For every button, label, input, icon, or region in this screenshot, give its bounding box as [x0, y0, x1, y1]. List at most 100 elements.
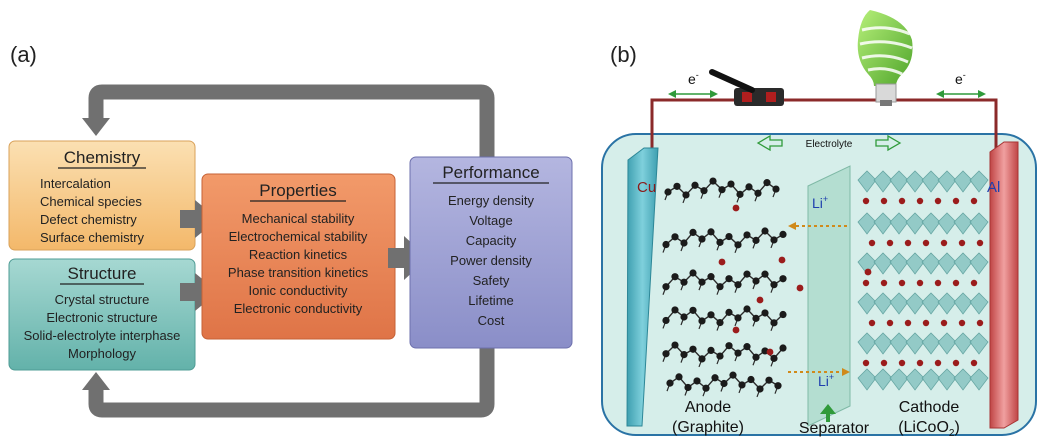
carbon-atom	[673, 182, 681, 190]
chemistry-item: Chemical species	[40, 194, 142, 209]
carbon-atom	[698, 235, 706, 243]
carbon-atom	[725, 232, 733, 241]
carbon-atom	[752, 353, 760, 361]
carbon-atom	[720, 379, 728, 388]
coo2-layer	[857, 170, 989, 193]
li-ion	[796, 284, 804, 292]
li-ion	[862, 279, 870, 287]
carbon-atom	[725, 275, 733, 283]
carbon-atom	[734, 314, 742, 322]
li-ion	[958, 239, 966, 247]
graphene-layer	[662, 305, 787, 332]
cathode-label: Cathode	[899, 399, 960, 416]
performance-item: Safety	[473, 273, 510, 288]
chemistry-item: Surface chemistry	[40, 230, 145, 245]
structure-title: Structure	[68, 264, 137, 283]
anode-label: Anode	[685, 399, 731, 416]
carbon-atom	[752, 314, 760, 322]
carbon-atom	[671, 233, 679, 241]
properties-item: Mechanical stability	[242, 211, 355, 226]
carbon-atom	[716, 238, 724, 246]
carbon-atom	[779, 344, 787, 352]
loop-arrowhead-top	[82, 118, 110, 136]
properties-box: Properties Mechanical stability Electroc…	[201, 173, 396, 340]
panel-a: (a) Chemistry Intercalation Chemical spe…	[8, 42, 573, 418]
li-ion	[916, 279, 924, 287]
carbon-atom	[671, 341, 679, 349]
carbon-atom	[711, 374, 719, 382]
coo2-layer	[857, 252, 989, 275]
carbon-atom	[662, 350, 670, 358]
li-ion	[904, 239, 912, 247]
li-ion	[916, 197, 924, 205]
separator-pointer-arrow	[826, 412, 830, 422]
electrolyte-flow-arrows	[756, 134, 902, 152]
carbon-atom	[761, 227, 769, 235]
li-ion-migration-arrows	[788, 222, 850, 376]
li-ion-label-top: Li+	[812, 194, 828, 211]
carbon-atom	[727, 180, 735, 188]
performance-title: Performance	[442, 163, 539, 182]
carbon-atom	[770, 354, 778, 362]
carbon-atom	[698, 278, 706, 286]
li-ion	[922, 319, 930, 327]
chemistry-to-properties-arrow	[180, 200, 218, 238]
cathode-material-label: (LiCoO2)	[898, 419, 960, 439]
properties-item: Electrochemical stability	[229, 229, 368, 244]
li-ion	[880, 197, 888, 205]
carbon-atom	[774, 382, 782, 390]
carbon-atom	[707, 273, 715, 281]
li-ion	[970, 279, 978, 287]
al-current-collector	[989, 141, 1019, 429]
panel-a-label: (a)	[10, 42, 37, 67]
li-ion	[862, 197, 870, 205]
carbon-atom	[770, 236, 778, 244]
li-ion	[952, 197, 960, 205]
carbon-atom	[761, 270, 769, 278]
carbon-atom	[761, 309, 769, 317]
carbon-atom	[770, 319, 778, 327]
carbon-atom	[698, 355, 706, 363]
carbon-atom	[772, 185, 780, 193]
carbon-atom	[729, 371, 737, 379]
li-ion	[976, 319, 984, 327]
carbon-atom	[689, 345, 697, 353]
li-ion	[880, 359, 888, 367]
li-ion	[940, 239, 948, 247]
panel-b: (b) e- e-	[601, 10, 1037, 439]
graphite-anode	[662, 177, 787, 398]
structure-item: Electronic structure	[46, 310, 157, 325]
structure-item: Crystal structure	[55, 292, 150, 307]
carbon-atom	[743, 270, 751, 278]
graphene-layer	[666, 371, 782, 398]
performance-item: Cost	[478, 313, 505, 328]
carbon-atom	[689, 228, 697, 237]
li-ion	[916, 359, 924, 367]
carbon-atom	[747, 375, 755, 384]
properties-item: Ionic conductivity	[249, 283, 348, 298]
performance-item: Capacity	[466, 233, 517, 248]
chemistry-item: Intercalation	[40, 176, 111, 191]
carbon-atom	[682, 191, 690, 199]
separator-membrane	[807, 165, 851, 427]
carbon-atom	[680, 239, 688, 247]
carbon-atom	[707, 228, 715, 236]
performance-item: Lifetime	[468, 293, 514, 308]
carbon-atom	[702, 384, 710, 392]
anode-material-label: (Graphite)	[672, 419, 744, 436]
carbon-atom	[770, 281, 778, 289]
carbon-atom	[680, 313, 688, 321]
chemistry-box: Chemistry Intercalation Chemical species…	[8, 140, 196, 251]
performance-item: Power density	[450, 253, 532, 268]
li-ion	[952, 359, 960, 367]
carbon-atom	[718, 186, 726, 194]
carbon-atom	[709, 177, 717, 185]
properties-title: Properties	[259, 181, 336, 200]
carbon-atom	[689, 306, 697, 314]
coo2-layer	[857, 368, 989, 391]
li-ion	[766, 348, 774, 356]
li-ion	[868, 239, 876, 247]
properties-item: Electronic conductivity	[234, 301, 363, 316]
li-ion	[898, 197, 906, 205]
properties-item: Phase transition kinetics	[228, 265, 369, 280]
